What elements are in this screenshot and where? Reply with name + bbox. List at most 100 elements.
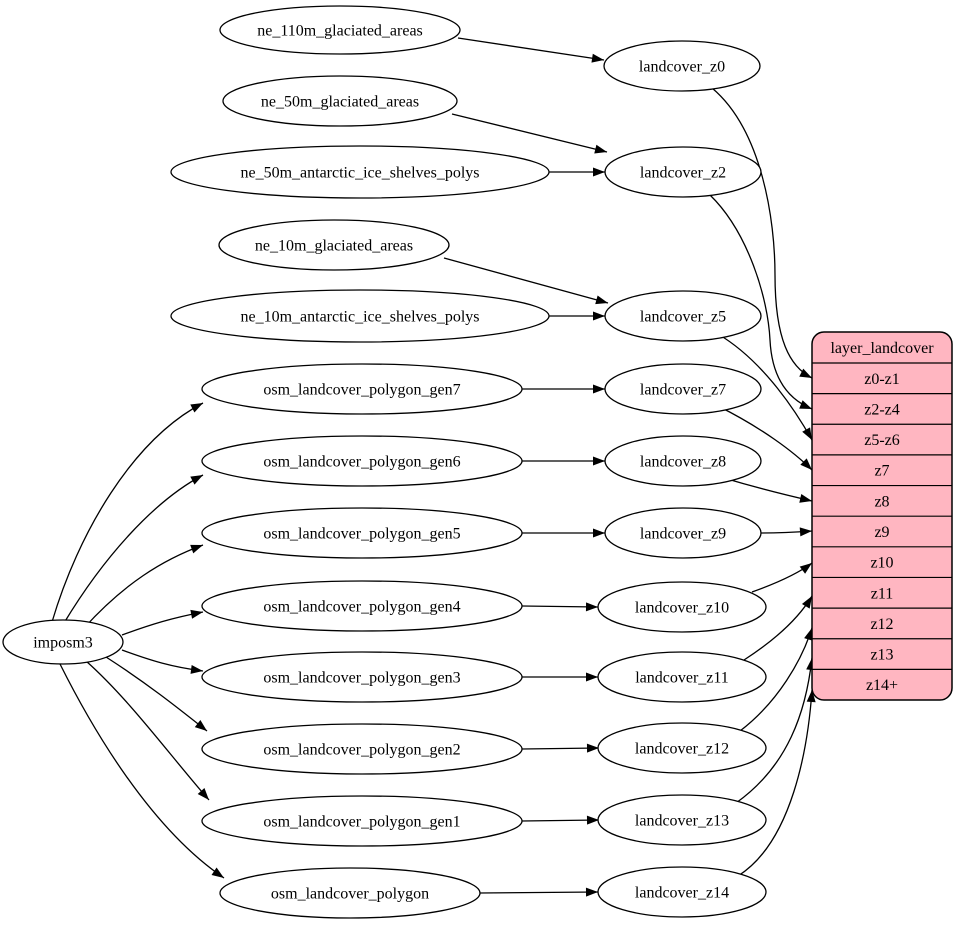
node-osm_landcover_polygon-label: osm_landcover_polygon xyxy=(271,886,429,903)
node-osm_landcover_polygon_gen7-shape xyxy=(201,363,523,415)
arrowhead-icon xyxy=(593,167,605,177)
node-osm_landcover_polygon_gen6-shape xyxy=(201,435,523,487)
arrowhead-icon xyxy=(593,456,605,466)
table-row-z9: z9 xyxy=(874,524,889,541)
arrowhead-icon xyxy=(585,887,598,897)
node-landcover_z8-label: landcover_z8 xyxy=(640,454,726,471)
node-landcover_z12-shape xyxy=(597,722,767,774)
node-layer: imposm3 ne_110m_glaciated_areas ne_50m_gla… xyxy=(2,5,767,919)
edge-osm_landcover_polygon_gen2-to-landcover_z12 xyxy=(521,747,600,750)
edge-ne_50m_glaciated_areas-to-landcover_z2 xyxy=(451,113,608,153)
arrowhead-icon xyxy=(799,563,812,574)
node-ne_50m_antarctic_ice_shelves_polys-shape xyxy=(170,145,550,199)
arrowhead-icon xyxy=(799,368,812,378)
node-osm_landcover_polygon_gen2-shape xyxy=(201,723,523,775)
arrowhead-icon xyxy=(197,788,209,800)
node-landcover_z13-shape xyxy=(597,794,767,846)
arrowhead-icon xyxy=(585,602,598,612)
node-osm_landcover_polygon_gen1-label: osm_landcover_polygon_gen1 xyxy=(263,814,460,831)
edge-imposm3-to-osm_landcover_polygon_gen4 xyxy=(121,611,204,636)
node-ne_10m_antarctic_ice_shelves_polys-label: ne_10m_antarctic_ice_shelves_polys xyxy=(240,309,479,326)
edge-imposm3-to-osm_landcover_polygon_gen7 xyxy=(51,402,204,623)
node-osm_landcover_polygon_gen3: osm_landcover_polygon_gen3 xyxy=(201,651,523,703)
node-landcover_z5-label: landcover_z5 xyxy=(640,309,726,326)
node-ne_110m_glaciated_areas-shape xyxy=(219,5,461,55)
node-landcover_z8-shape xyxy=(604,435,762,487)
table-layer_landcover: layer_landcoverz0-z1z2-z4z5-z6z7z8z9z10z… xyxy=(811,331,953,701)
node-landcover_z13-label: landcover_z13 xyxy=(635,813,729,830)
node-ne_10m_glaciated_areas: ne_10m_glaciated_areas xyxy=(218,219,450,271)
node-osm_landcover_polygon_gen4: osm_landcover_polygon_gen4 xyxy=(201,580,523,632)
node-landcover_z12: landcover_z12 xyxy=(597,722,767,774)
edge-landcover_z13-to-layer_landcover-row-z13 xyxy=(735,657,813,804)
node-osm_landcover_polygon_gen7: osm_landcover_polygon_gen7 xyxy=(201,363,523,415)
edge-osm_landcover_polygon_gen4-to-landcover_z10 xyxy=(521,605,599,608)
node-osm_landcover_polygon_gen3-label: osm_landcover_polygon_gen3 xyxy=(263,670,460,687)
table-row-z0-z1: z0-z1 xyxy=(864,371,900,388)
arrowhead-icon xyxy=(586,815,599,825)
node-landcover_z10-label: landcover_z10 xyxy=(635,600,729,617)
table-row-z13: z13 xyxy=(870,647,893,664)
table-row-z12: z12 xyxy=(870,616,893,633)
node-landcover_z14: landcover_z14 xyxy=(597,866,767,918)
node-landcover_z10-shape xyxy=(597,581,767,633)
edge-imposm3-to-osm_landcover_polygon_gen6 xyxy=(63,474,204,624)
edge-layer xyxy=(51,37,816,897)
node-imposm3-label: imposm3 xyxy=(33,635,93,652)
table-row-z2-z4: z2-z4 xyxy=(864,401,900,418)
arrowhead-icon xyxy=(586,743,599,753)
node-osm_landcover_polygon_gen6-label: osm_landcover_polygon_gen6 xyxy=(263,454,460,471)
node-landcover_z2-shape xyxy=(604,146,762,198)
node-osm_landcover_polygon_gen3-shape xyxy=(201,651,523,703)
arrowhead-icon xyxy=(190,544,203,554)
table-row-z5-z6: z5-z6 xyxy=(864,432,900,449)
node-ne_10m_glaciated_areas-label: ne_10m_glaciated_areas xyxy=(255,238,413,255)
edge-imposm3-to-osm_landcover_polygon_gen2 xyxy=(105,656,208,732)
node-osm_landcover_polygon_gen5-label: osm_landcover_polygon_gen5 xyxy=(263,526,460,543)
arrowhead-icon xyxy=(190,609,203,619)
arrowhead-icon xyxy=(593,311,605,321)
arrowhead-icon xyxy=(806,690,816,703)
node-landcover_z0-shape xyxy=(603,40,761,92)
arrowhead-icon xyxy=(593,384,605,394)
node-landcover_z5: landcover_z5 xyxy=(604,290,762,342)
arrowhead-icon xyxy=(194,720,207,731)
node-landcover_z13: landcover_z13 xyxy=(597,794,767,846)
node-landcover_z8: landcover_z8 xyxy=(604,435,762,487)
node-landcover_z14-shape xyxy=(597,866,767,918)
edge-imposm3-to-osm_landcover_polygon_gen5 xyxy=(83,544,204,629)
node-landcover_z0-label: landcover_z0 xyxy=(639,59,725,76)
node-landcover_z12-label: landcover_z12 xyxy=(635,741,729,758)
table-title: layer_landcover xyxy=(830,340,934,357)
arrowhead-icon xyxy=(211,867,224,878)
table-row-z11: z11 xyxy=(871,585,894,602)
table-row-z10: z10 xyxy=(870,555,893,572)
node-ne_50m_glaciated_areas-shape xyxy=(222,75,458,127)
table-row-z14+: z14+ xyxy=(866,677,898,694)
edge-imposm3-to-osm_landcover_polygon_gen3 xyxy=(121,649,204,672)
arrowhead-icon xyxy=(802,427,812,440)
node-ne_50m_glaciated_areas-label: ne_50m_glaciated_areas xyxy=(261,94,419,111)
edge-ne_10m_glaciated_areas-to-landcover_z5 xyxy=(443,257,609,304)
node-ne_110m_glaciated_areas: ne_110m_glaciated_areas xyxy=(219,5,461,55)
edge-osm_landcover_polygon-to-landcover_z14 xyxy=(479,891,599,894)
arrowhead-icon xyxy=(799,527,812,537)
node-imposm3: imposm3 xyxy=(2,619,124,665)
arrowhead-icon xyxy=(595,295,608,305)
edge-landcover_z2-to-layer_landcover-row-z2-z4 xyxy=(709,194,813,410)
arrowhead-icon xyxy=(800,458,812,470)
node-osm_landcover_polygon_gen5: osm_landcover_polygon_gen5 xyxy=(201,507,523,559)
edge-osm_landcover_polygon_gen1-to-landcover_z13 xyxy=(521,819,600,822)
arrowhead-icon xyxy=(594,144,607,154)
node-landcover_z10: landcover_z10 xyxy=(597,581,767,633)
node-osm_landcover_polygon_gen6: osm_landcover_polygon_gen6 xyxy=(201,435,523,487)
arrowhead-icon xyxy=(190,665,203,674)
arrowhead-icon xyxy=(190,475,203,485)
node-landcover_z9-label: landcover_z9 xyxy=(640,526,726,543)
arrowhead-icon xyxy=(593,528,605,538)
node-landcover_z11-label: landcover_z11 xyxy=(635,670,729,687)
node-osm_landcover_polygon: osm_landcover_polygon xyxy=(219,867,481,919)
node-landcover_z0: landcover_z0 xyxy=(603,40,761,92)
table-row-z8: z8 xyxy=(874,493,889,510)
